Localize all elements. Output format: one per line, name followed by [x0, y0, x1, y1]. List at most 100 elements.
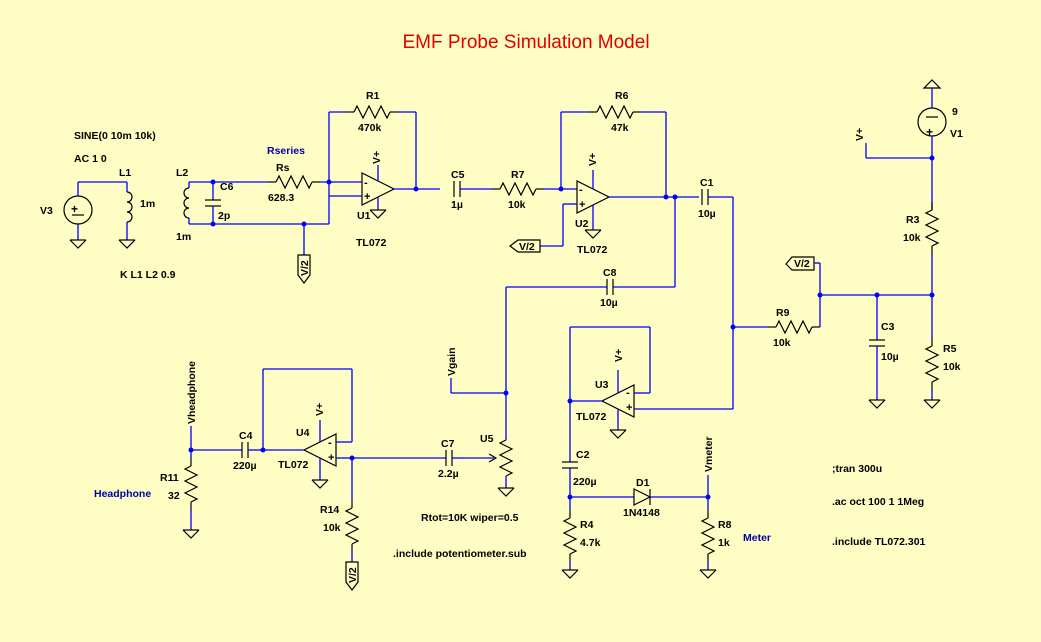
c4-label: C4: [239, 430, 253, 442]
u4-label: U4: [296, 427, 310, 439]
r7-label: R7: [511, 169, 525, 181]
r8-value: 1k: [718, 537, 730, 549]
source-v3[interactable]: +: [63, 181, 127, 249]
r7-value: 10k: [508, 199, 526, 211]
c4-value: 220µ: [233, 460, 257, 472]
coupling-directive: K L1 L2 0.9: [120, 269, 176, 281]
r6-label: R6: [615, 90, 629, 102]
d1-model: 1N4148: [623, 507, 660, 519]
c3-label: C3: [881, 321, 895, 333]
capacitor-c8[interactable]: [450, 197, 676, 435]
r11-value: 32: [168, 490, 180, 502]
svg-text:+: +: [626, 402, 632, 414]
resistor-rs[interactable]: [267, 175, 362, 189]
r1-label: R1: [366, 90, 380, 102]
resistor-r9[interactable]: [733, 320, 821, 334]
u1-vplus: V+: [371, 151, 383, 164]
svg-text:+: +: [71, 202, 78, 216]
vhalf-label-u1: V/2: [299, 260, 311, 276]
net-headphone: Headphone: [94, 488, 151, 500]
resistor-r4[interactable]: [561, 509, 579, 579]
c5-value: 1µ: [451, 199, 463, 211]
directive-ac: .ac oct 100 1 1Meg: [832, 496, 924, 508]
c1-label: C1: [700, 177, 714, 189]
u1-label: U1: [357, 210, 371, 222]
resistor-r14[interactable]: [345, 499, 359, 591]
vhalf-flag-bias[interactable]: [785, 256, 932, 327]
opamp-u1[interactable]: - +: [304, 165, 440, 225]
d1-label: D1: [636, 477, 650, 489]
vhalf-flag-u2[interactable]: [509, 239, 541, 253]
source-v1[interactable]: +: [865, 79, 947, 210]
c1-value: 10µ: [698, 208, 716, 220]
capacitor-c6[interactable]: [204, 179, 222, 227]
opamp-u4[interactable]: - +: [260, 368, 355, 500]
r14-value: 10k: [323, 522, 341, 534]
opamp-u2[interactable]: - +: [540, 170, 699, 247]
r4-value: 4.7k: [580, 537, 601, 549]
u3-vplus: V+: [613, 349, 625, 362]
v1-vplus: V+: [854, 128, 866, 141]
c2-label: C2: [576, 449, 590, 461]
u5-label: U5: [480, 433, 494, 445]
svg-text:+: +: [364, 191, 370, 203]
r14-label: R14: [320, 504, 339, 516]
v3-label: V3: [40, 205, 53, 217]
r5-value: 10k: [943, 361, 961, 373]
diode-d1[interactable]: [570, 475, 711, 506]
inductor-l2[interactable]: [183, 181, 304, 225]
svg-text:-: -: [328, 437, 332, 449]
c5-label: C5: [451, 169, 465, 181]
opamp-u3[interactable]: - +: [567, 326, 734, 462]
u2-label: U2: [575, 218, 589, 230]
capacitor-c7[interactable]: [352, 449, 461, 467]
potentiometer-u5[interactable]: [461, 435, 515, 497]
v1-value: 9: [952, 106, 958, 118]
svg-text:-: -: [579, 184, 583, 196]
r5-label: R5: [943, 343, 957, 355]
capacitor-c5[interactable]: [453, 180, 492, 198]
u2-model: TL072: [577, 244, 608, 256]
resistor-r7[interactable]: [491, 182, 577, 196]
vhalf-flag-u1[interactable]: [297, 221, 311, 284]
capacitor-c1[interactable]: [701, 188, 736, 407]
resistor-r3[interactable]: [925, 201, 939, 338]
net-vmeter: Vmeter: [703, 436, 715, 472]
inductor-l1[interactable]: [118, 182, 136, 249]
u4-model: TL072: [278, 459, 309, 471]
resistor-r11[interactable]: [182, 450, 200, 539]
l1-label: L1: [119, 167, 131, 179]
resistor-r8[interactable]: [699, 497, 717, 579]
r8-label: R8: [718, 519, 732, 531]
c8-label: C8: [603, 267, 617, 279]
c7-label: C7: [441, 438, 455, 450]
c6-value: 2p: [218, 210, 230, 222]
u2-vplus: V+: [587, 153, 599, 166]
directive-include-pot: .include potentiometer.sub: [393, 548, 527, 560]
net-vheadphone: Vheadphone: [186, 361, 198, 424]
resistor-r1[interactable]: [328, 105, 419, 192]
schematic-title: EMF Probe Simulation Model: [402, 32, 649, 53]
r1-value: 470k: [358, 122, 382, 134]
svg-text:+: +: [579, 199, 585, 211]
r3-label: R3: [906, 214, 920, 226]
resistor-r5[interactable]: [923, 337, 941, 409]
c7-value: 2.2µ: [438, 468, 459, 480]
r11-label: R11: [160, 472, 179, 484]
c8-value: 10µ: [600, 297, 618, 309]
l2-value: 1m: [176, 231, 191, 243]
rs-label: Rs: [276, 162, 290, 174]
svg-text:-: -: [364, 177, 368, 189]
svg-text:+: +: [926, 125, 933, 139]
rs-value: 628.3: [268, 192, 294, 204]
u1-model: TL072: [356, 237, 387, 249]
directive-tran: ;tran 300u: [832, 463, 882, 475]
resistor-r6[interactable]: [560, 105, 678, 200]
u3-model: TL072: [576, 411, 607, 423]
u3-label: U3: [595, 379, 609, 391]
vhalf-label-u2: V/2: [519, 241, 535, 253]
net-rseries: Rseries: [267, 145, 305, 157]
v3-ac: AC 1 0: [74, 153, 107, 165]
r9-label: R9: [776, 307, 790, 319]
